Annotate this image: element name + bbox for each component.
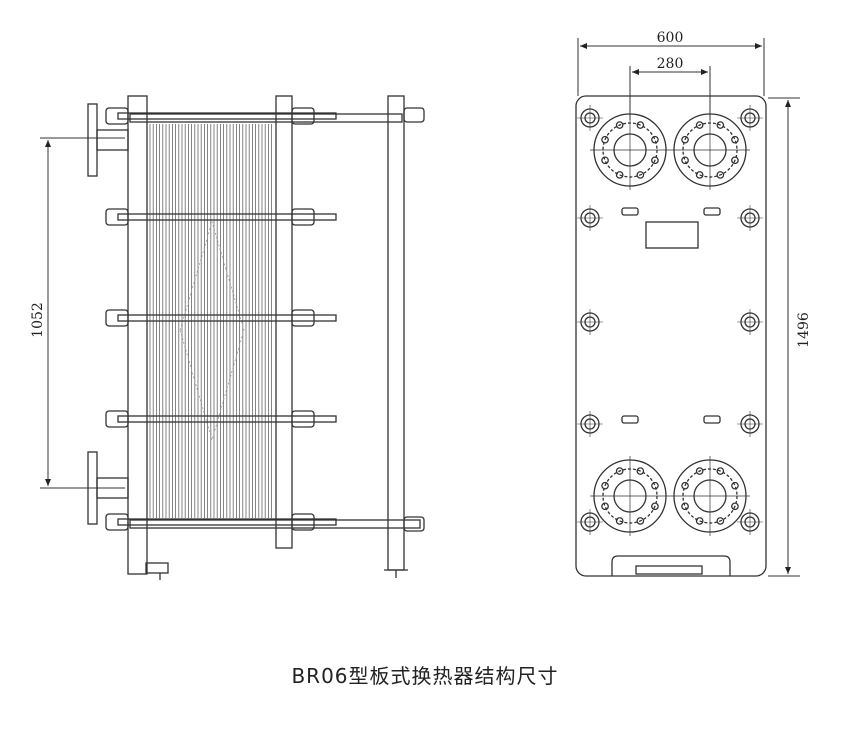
side-view (87, 95, 425, 580)
pressure-plate (275, 95, 293, 549)
flange-bolt-hole (615, 467, 624, 475)
flange-bolt-hole (601, 135, 609, 144)
slot (703, 207, 721, 216)
port (670, 456, 750, 536)
frame-bolt (577, 309, 603, 335)
flange-bolt-hole (716, 517, 725, 525)
support-column (387, 95, 405, 571)
dimension-1496 (768, 97, 800, 577)
upper-nozzle (87, 103, 129, 177)
nut (105, 513, 129, 531)
flange-bolt-hole (716, 121, 725, 129)
flange-bolt-hole (695, 171, 704, 179)
frame-bolt (577, 105, 603, 131)
flange-bolt-hole (651, 502, 659, 511)
nut (291, 309, 315, 327)
drawing-caption: BR06型板式换热器结构尺寸 (291, 664, 559, 688)
flange-bolt-hole (615, 121, 624, 129)
nut (291, 208, 315, 226)
port (590, 456, 670, 536)
nut (105, 208, 129, 226)
tie-bolt (117, 314, 337, 322)
flange-bolt-hole (681, 156, 689, 165)
nut (291, 107, 315, 125)
nut (403, 107, 425, 123)
flange-bolt-hole (636, 517, 645, 525)
frame-bolt (737, 309, 763, 335)
tie-bolt (117, 112, 337, 120)
slot (621, 207, 639, 216)
dimension-1052 (40, 137, 125, 489)
gasket-pattern (179, 220, 245, 442)
flange-bolt-hole (636, 121, 645, 129)
dimension-1052-label: 1052 (30, 302, 46, 338)
frame-bolt (737, 205, 763, 231)
flange-bolt-hole (615, 171, 624, 179)
flange-bolt-hole (716, 171, 725, 179)
flange-bolt-hole (601, 156, 609, 165)
flange-bolt-hole (731, 135, 739, 144)
dimension-600-label: 600 (657, 30, 684, 46)
flange-bolt-hole (681, 502, 689, 511)
flange-bolt-hole (681, 135, 689, 144)
nut (403, 516, 425, 532)
front-view (575, 95, 767, 577)
flange-bolt-hole (651, 481, 659, 490)
frame-bolts (577, 105, 763, 535)
frame-bolt (737, 105, 763, 131)
bottom-cutout (611, 555, 731, 576)
slot (703, 415, 721, 424)
port (670, 110, 750, 190)
flange-bolt-hole (731, 156, 739, 165)
fixed-frame-plate (127, 95, 148, 575)
tie-bolt (117, 415, 337, 423)
flange-bolt-hole (601, 481, 609, 490)
dimension-280 (629, 66, 711, 120)
fixed-plate-foot (145, 562, 169, 574)
flange-bolt-hole (695, 467, 704, 475)
top-carrying-bar (129, 113, 403, 123)
flange-bolt-hole (651, 135, 659, 144)
port (590, 110, 670, 190)
tie-bolt (117, 213, 337, 221)
port-flanges (590, 110, 750, 536)
flange-bolt-hole (716, 467, 725, 475)
frame-plate-outline (575, 95, 767, 577)
flange-bolt-hole (681, 481, 689, 490)
nut (105, 309, 129, 327)
frame-bolt (737, 509, 763, 535)
flange-bolt-hole (731, 502, 739, 511)
dimension-600 (577, 38, 765, 96)
nut (105, 107, 129, 125)
dimension-280-label: 280 (657, 56, 684, 72)
flange-bolt-hole (636, 171, 645, 179)
nut (291, 513, 315, 531)
flange-bolt-hole (695, 121, 704, 129)
nut (291, 410, 315, 428)
bottom-guide-bar (129, 519, 421, 529)
frame-bolt (577, 411, 603, 437)
slot (621, 415, 639, 424)
tie-bolts (105, 107, 425, 532)
tie-bolt (117, 518, 337, 526)
frame-bolt (737, 411, 763, 437)
flange-bolt-hole (601, 502, 609, 511)
flange-bolt-hole (731, 481, 739, 490)
frame-bolt (577, 509, 603, 535)
flange-bolt-hole (615, 517, 624, 525)
frame-bolt (577, 205, 603, 231)
flange-bolt-hole (636, 467, 645, 475)
dimension-1496-label: 1496 (796, 312, 812, 348)
guide-bar-slot (635, 565, 703, 575)
nut (105, 410, 129, 428)
name-plate (645, 221, 699, 249)
flange-bolt-hole (695, 517, 704, 525)
flange-bolt-hole (651, 156, 659, 165)
